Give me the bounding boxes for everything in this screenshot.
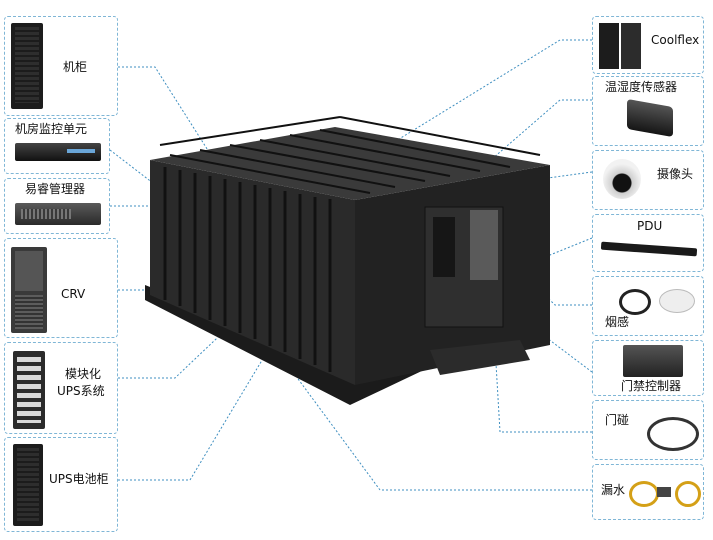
battery-box[interactable]: UPS电池柜 xyxy=(4,437,118,532)
sensor-box[interactable]: 温湿度传感器 xyxy=(592,76,704,146)
monitor-unit-label: 机房监控单元 xyxy=(15,122,88,136)
access-label: 门禁控制器 xyxy=(621,379,682,393)
sensor-label: 温湿度传感器 xyxy=(605,80,678,94)
camera-label: 摄像头 xyxy=(657,167,694,181)
manager-label: 易睿管理器 xyxy=(25,182,86,196)
crv-box[interactable]: CRV xyxy=(4,238,118,338)
crv-label: CRV xyxy=(61,287,86,301)
cabinet-label: 机柜 xyxy=(63,60,88,74)
access-box[interactable]: 门禁控制器 xyxy=(592,340,704,396)
rack-cabinet-icon xyxy=(11,23,43,109)
cabinet-box[interactable]: 机柜 xyxy=(4,16,118,116)
battery-label: UPS电池柜 xyxy=(49,472,109,486)
crv-unit-icon xyxy=(11,247,47,333)
micro-datacenter-illustration xyxy=(145,116,550,405)
temp-humidity-sensor-icon xyxy=(627,98,673,138)
water-leak-box[interactable]: 漏水 xyxy=(592,464,704,520)
coolflex-icon xyxy=(599,23,643,69)
water-leak-label: 漏水 xyxy=(601,483,626,497)
ups-label-line1: 模块化 xyxy=(65,367,102,381)
pdu-icon xyxy=(600,241,698,257)
water-leak-icon xyxy=(629,477,701,507)
ups-box[interactable]: 模块化 UPS系统 xyxy=(4,342,118,434)
smoke-label: 烟感 xyxy=(605,315,630,329)
manager-server-icon xyxy=(15,203,101,225)
coolflex-label: Coolflex xyxy=(651,33,700,47)
ups-system-icon xyxy=(13,351,45,429)
pdu-box[interactable]: PDU xyxy=(592,214,704,272)
camera-box[interactable]: 摄像头 xyxy=(592,150,704,210)
monitor-unit-icon xyxy=(15,143,101,161)
door-contact-icon xyxy=(647,417,699,451)
coolflex-box[interactable]: Coolflex xyxy=(592,16,704,74)
manager-box[interactable]: 易睿管理器 xyxy=(4,178,110,234)
monitor-unit-box[interactable]: 机房监控单元 xyxy=(4,118,110,174)
pdu-label: PDU xyxy=(637,219,663,233)
smoke-detector-icon xyxy=(619,281,697,317)
smoke-box[interactable]: 烟感 xyxy=(592,276,704,336)
door-contact-label: 门碰 xyxy=(605,413,630,427)
door-contact-box[interactable]: 门碰 xyxy=(592,400,704,460)
battery-cabinet-icon xyxy=(13,444,43,526)
ups-label-line2: UPS系统 xyxy=(57,384,105,398)
access-controller-icon xyxy=(623,345,683,377)
camera-icon xyxy=(603,159,641,199)
